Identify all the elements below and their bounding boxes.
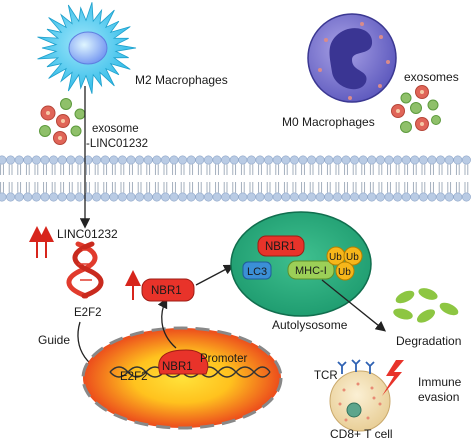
lc3-label: LC3	[247, 266, 267, 278]
lc3-box	[242, 261, 272, 280]
cell-membrane	[0, 155, 471, 202]
autophagy-arrow	[195, 264, 235, 286]
nbr1-autolysosome-box	[257, 235, 305, 257]
immune-evasion-line2: evasion	[418, 390, 459, 404]
nbr1-protein-box	[141, 278, 195, 302]
m2-macrophages-label: M2 Macrophages	[135, 73, 228, 87]
linc01232-label: LINC01232	[57, 227, 118, 241]
m2-nucleus	[68, 31, 108, 65]
tcr-label: TCR	[314, 370, 338, 382]
ubiquitin-3	[335, 261, 355, 281]
m0-macrophages-label: M0 Macrophages	[282, 115, 375, 129]
mhc-i-box	[287, 260, 335, 280]
t-cell-nucleus	[346, 402, 362, 418]
tcr-receptors	[337, 359, 375, 374]
m2-macrophage-icon	[37, 2, 137, 94]
nbr1-autolysosome-label: NBR1	[265, 241, 296, 253]
ubiquitin-2	[343, 246, 363, 266]
promoter-label: Promoter	[200, 353, 247, 365]
m0-nucleus	[329, 28, 373, 90]
e2f2-nucleus-label: E2F2	[120, 371, 148, 383]
upregulation-double-arrow-icon	[29, 226, 54, 258]
m0-exosomes-label: exosomes	[404, 70, 459, 84]
m0-exosome-cluster	[391, 85, 441, 133]
e2f2-rna-label: E2F2	[74, 307, 102, 319]
nbr1-gene-label: NBR1	[162, 361, 193, 373]
exosome-label-line2: -LINC01232	[86, 138, 148, 150]
m0-macrophage-icon	[307, 13, 397, 103]
mhc-i-label: MHC-I	[295, 265, 327, 277]
ub-1-label: Ub	[329, 252, 342, 263]
ub-3-label: Ub	[338, 267, 351, 278]
cd8-t-cell-label: CD8+ T cell	[330, 427, 393, 440]
autolysosome: NBR1 LC3 MHC-I Ub Ub Ub	[230, 211, 372, 317]
exosome-label-line1: exosome	[92, 123, 139, 135]
nucleus	[81, 326, 283, 430]
degradation-label: Degradation	[396, 334, 461, 348]
degradation-arrow	[321, 279, 387, 332]
lightning-bolt-icon	[382, 360, 404, 396]
cd8-t-cell	[329, 359, 391, 432]
nbr1-protein-label: NBR1	[151, 285, 182, 297]
m2-exosome-cluster	[39, 98, 86, 145]
autolysosome-label: Autolysosome	[272, 318, 348, 332]
guide-label: Guide	[38, 333, 70, 347]
nbr1-promoter-complex: NBR1 Promoter	[158, 349, 247, 375]
rna-helix-icon	[66, 241, 104, 299]
immune-evasion-line1: Immune	[418, 375, 462, 389]
transcription-arrow	[157, 297, 177, 349]
ub-2-label: Ub	[346, 252, 359, 263]
degradation-fragments	[393, 288, 459, 323]
